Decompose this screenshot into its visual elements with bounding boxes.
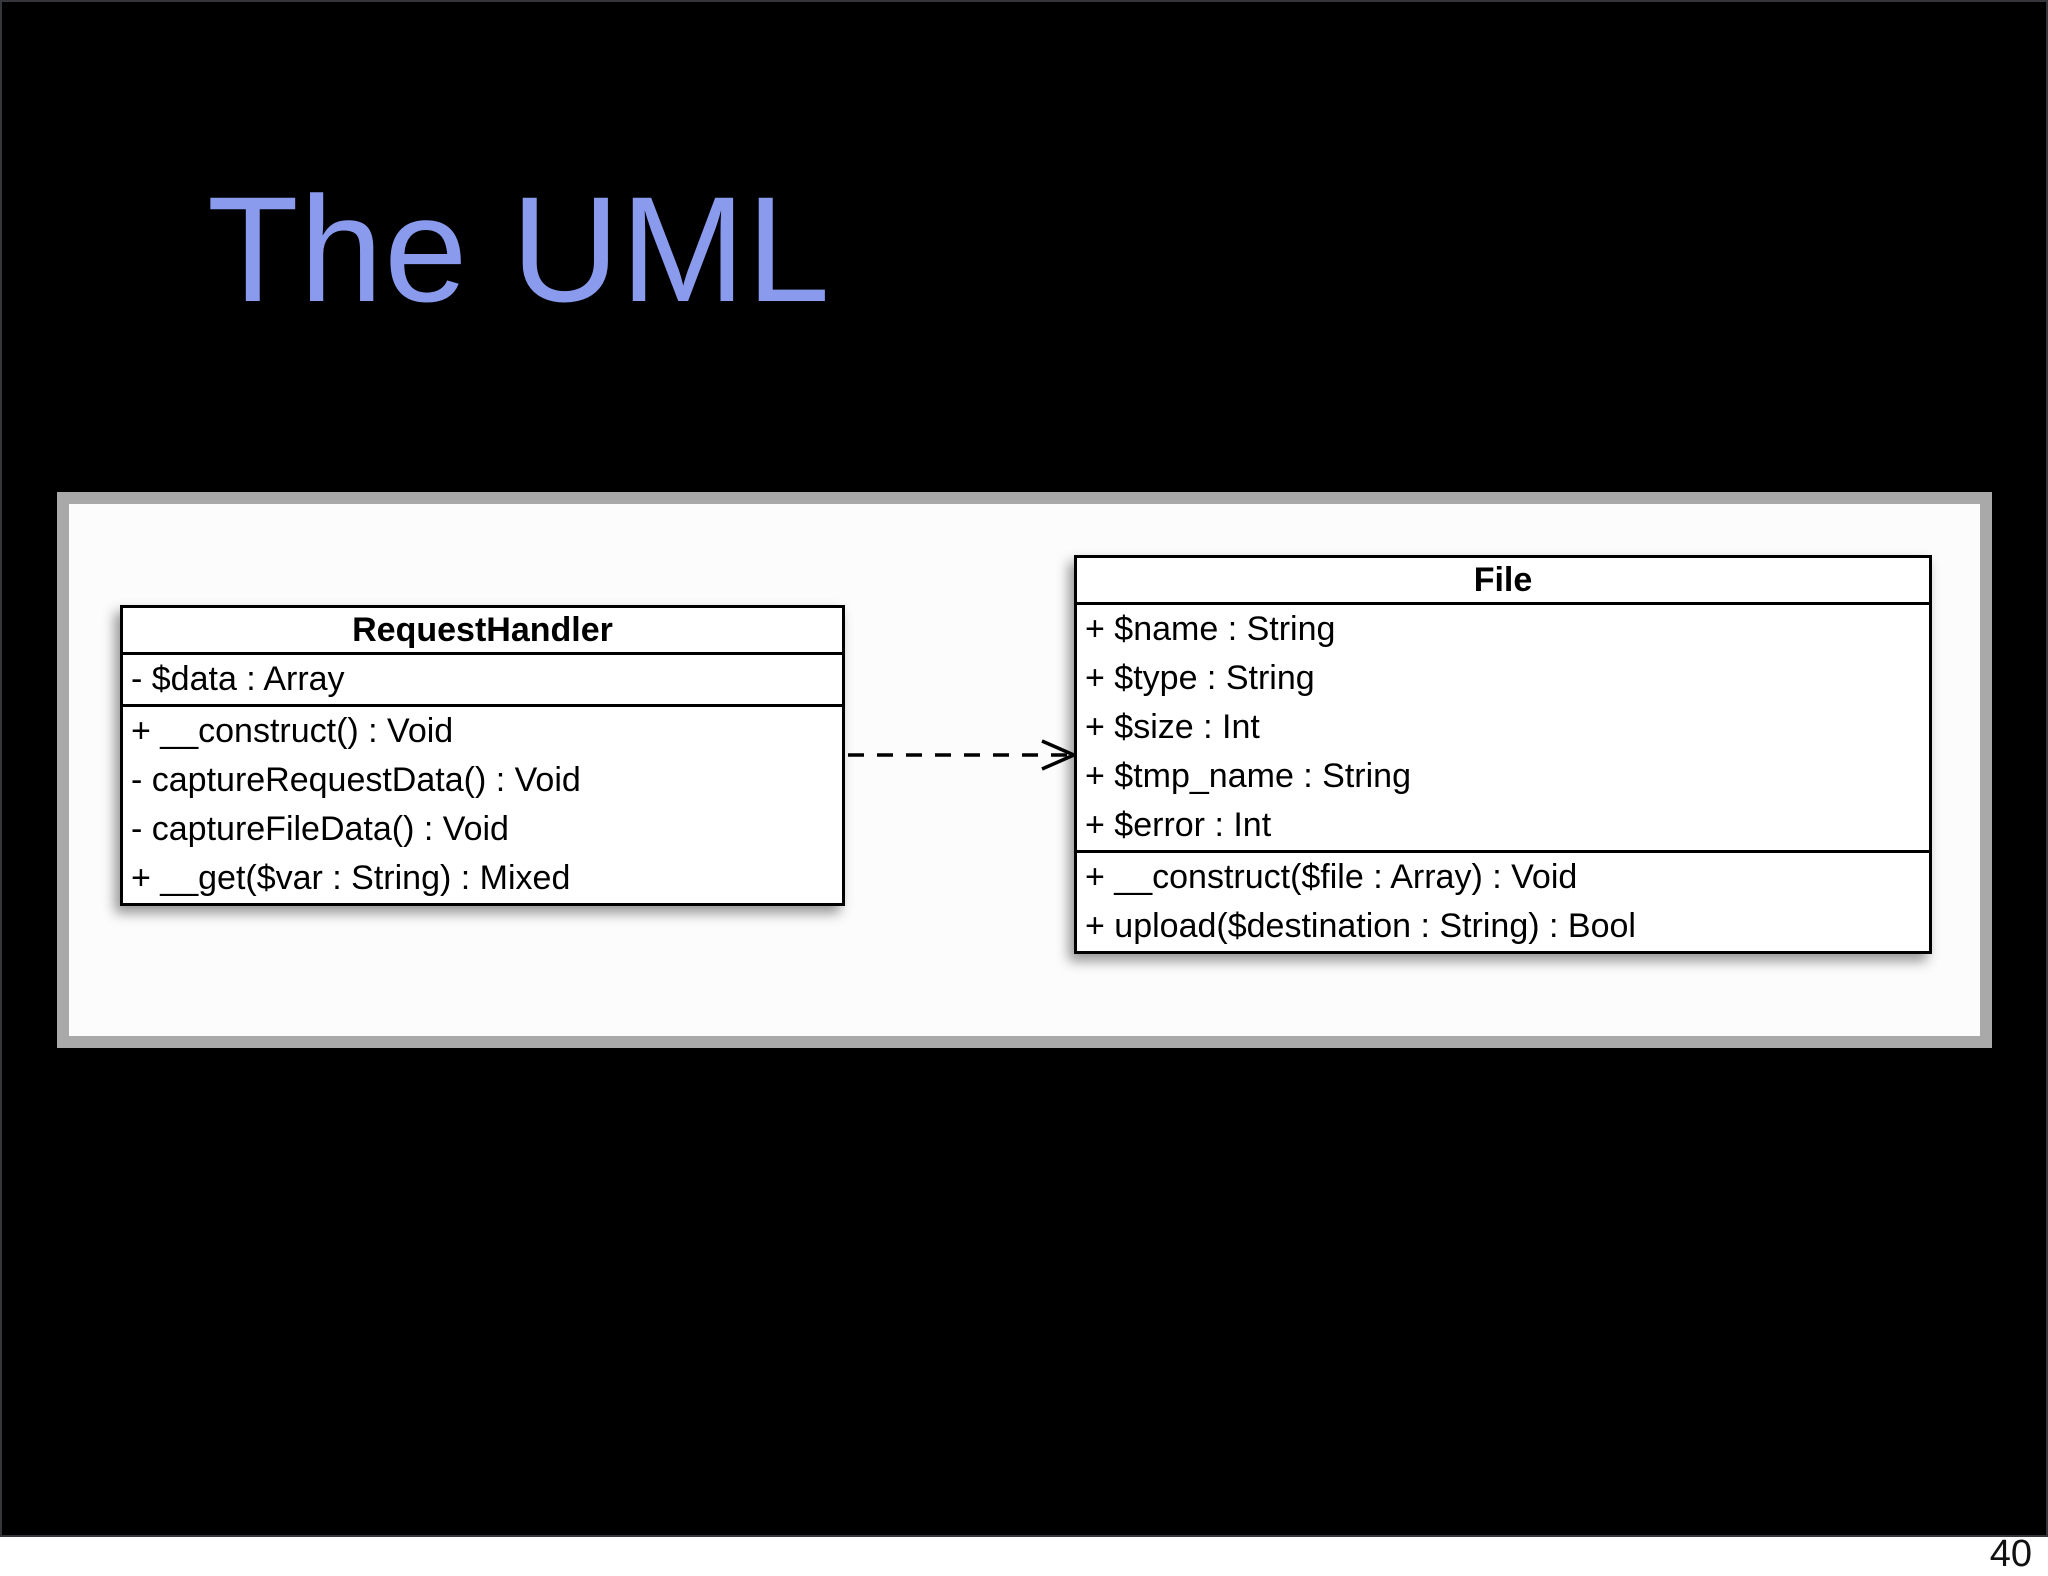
- uml-class-name: RequestHandler: [123, 608, 842, 655]
- uml-attribute: - $data : Array: [131, 660, 345, 698]
- uml-class-requesthandler: RequestHandler - $data : Array + __const…: [120, 605, 845, 906]
- uml-method: - captureRequestData() : Void: [131, 761, 581, 799]
- slide-canvas: The UML RequestHandler - $data : Array +…: [0, 0, 2048, 1537]
- slide-footer: 40: [0, 1533, 2048, 1576]
- uml-class-file: File + $name : String + $type : String +…: [1074, 555, 1932, 954]
- uml-class-name: File: [1077, 558, 1929, 605]
- uml-attribute: + $type : String: [1085, 659, 1315, 697]
- uml-attribute: + $error : Int: [1085, 806, 1272, 844]
- dependency-arrow: [848, 739, 1076, 771]
- uml-attribute: + $name : String: [1085, 610, 1336, 648]
- uml-methods-section: + __construct($file : Array) : Void + up…: [1077, 853, 1929, 951]
- uml-methods-section: + __construct() : Void - captureRequestD…: [123, 707, 842, 903]
- uml-method: - captureFileData() : Void: [131, 810, 509, 848]
- slide-title: The UML: [207, 165, 831, 333]
- uml-diagram-panel: RequestHandler - $data : Array + __const…: [57, 492, 1992, 1048]
- page-number: 40: [1989, 1533, 2032, 1575]
- uml-method: + __get($var : String) : Mixed: [131, 859, 571, 897]
- uml-attributes-section: + $name : String + $type : String + $siz…: [1077, 605, 1929, 853]
- uml-diagram-surface: RequestHandler - $data : Array + __const…: [69, 504, 1980, 1036]
- uml-method: + __construct($file : Array) : Void: [1085, 858, 1578, 896]
- uml-method: + __construct() : Void: [131, 712, 454, 750]
- uml-attribute: + $tmp_name : String: [1085, 757, 1412, 795]
- uml-attributes-section: - $data : Array: [123, 655, 842, 707]
- uml-attribute: + $size : Int: [1085, 708, 1260, 746]
- uml-method: + upload($destination : String) : Bool: [1085, 907, 1636, 945]
